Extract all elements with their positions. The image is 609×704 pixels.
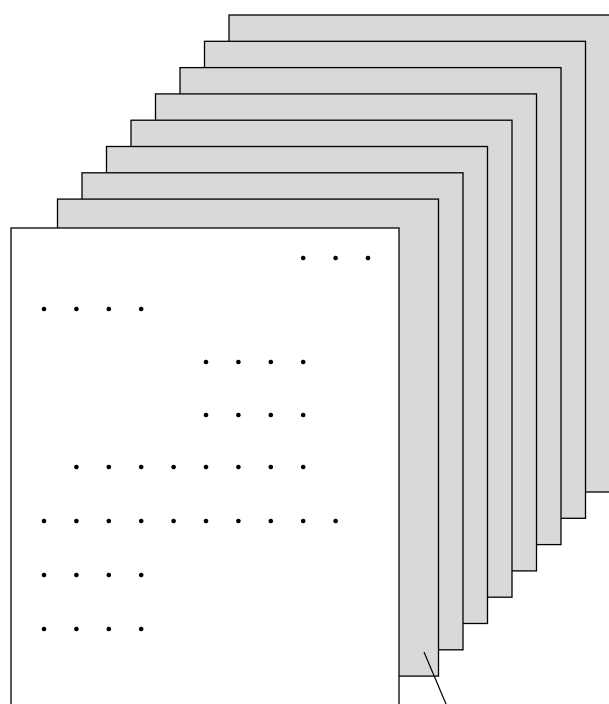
dot: [204, 413, 209, 418]
dot: [74, 519, 79, 524]
dot: [107, 519, 112, 524]
dot: [107, 465, 112, 470]
front-page: [11, 228, 399, 704]
dot: [74, 307, 79, 312]
dot: [236, 413, 241, 418]
dot: [139, 627, 144, 632]
dot: [269, 519, 274, 524]
dot: [269, 465, 274, 470]
dot: [236, 465, 241, 470]
dot: [301, 360, 306, 365]
dot: [333, 519, 338, 524]
dot: [74, 573, 79, 578]
dot: [366, 256, 371, 261]
dot: [204, 360, 209, 365]
dot: [333, 256, 338, 261]
dot: [301, 413, 306, 418]
dot: [139, 573, 144, 578]
dot: [301, 465, 306, 470]
dot: [107, 573, 112, 578]
dot: [42, 627, 47, 632]
dot: [236, 360, 241, 365]
dot: [139, 307, 144, 312]
dot: [42, 307, 47, 312]
dot: [139, 465, 144, 470]
dot: [42, 519, 47, 524]
dot: [74, 465, 79, 470]
dot: [236, 519, 241, 524]
dot: [269, 413, 274, 418]
dot: [107, 627, 112, 632]
dot: [74, 627, 79, 632]
dot: [171, 519, 176, 524]
dot: [171, 465, 176, 470]
dot: [139, 519, 144, 524]
dot: [204, 465, 209, 470]
dot: [107, 307, 112, 312]
dot: [301, 519, 306, 524]
dot: [301, 256, 306, 261]
dot: [269, 360, 274, 365]
dot: [204, 519, 209, 524]
dot: [42, 573, 47, 578]
